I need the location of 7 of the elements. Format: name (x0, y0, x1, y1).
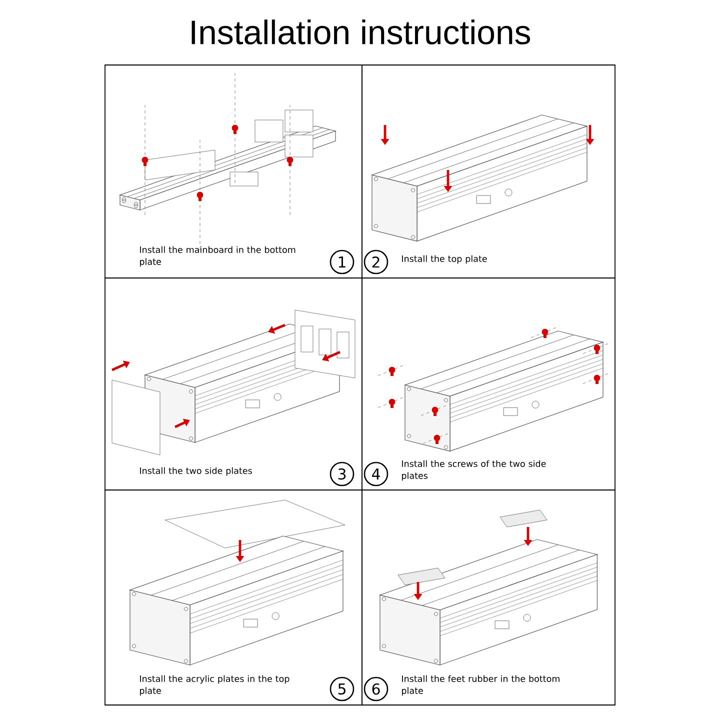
step-number: 1 (330, 250, 354, 274)
step-number: 6 (364, 676, 388, 702)
step-number: 5 (330, 676, 354, 702)
step-number: 3 (330, 462, 354, 486)
title: Installation instructions (192, 20, 530, 44)
step-number: 2 (364, 250, 388, 274)
step-number: 4 (364, 462, 388, 486)
